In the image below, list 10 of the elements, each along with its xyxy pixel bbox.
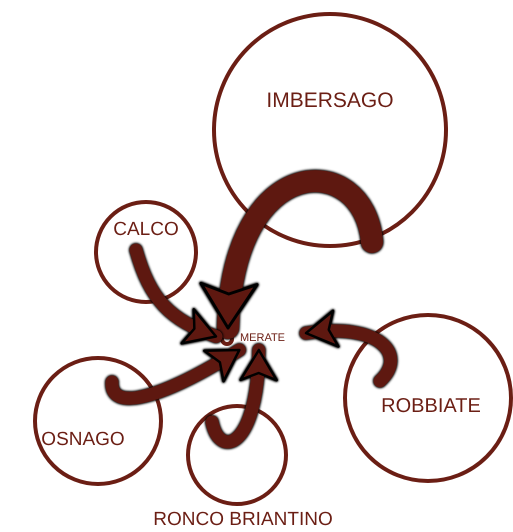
place-name: CALCO xyxy=(113,220,179,239)
place-name: ROBBIATE xyxy=(381,396,481,416)
curved-arrow xyxy=(130,244,222,344)
curved-arrow xyxy=(202,170,383,339)
place-name: OSNAGO xyxy=(41,430,125,449)
curved-arrow xyxy=(300,310,398,388)
place-name: MERATE xyxy=(240,333,286,344)
curved-arrow xyxy=(206,344,277,448)
place-name: RONCO BRIANTINO xyxy=(153,510,333,529)
place-name: IMBERSAGO xyxy=(266,90,394,111)
